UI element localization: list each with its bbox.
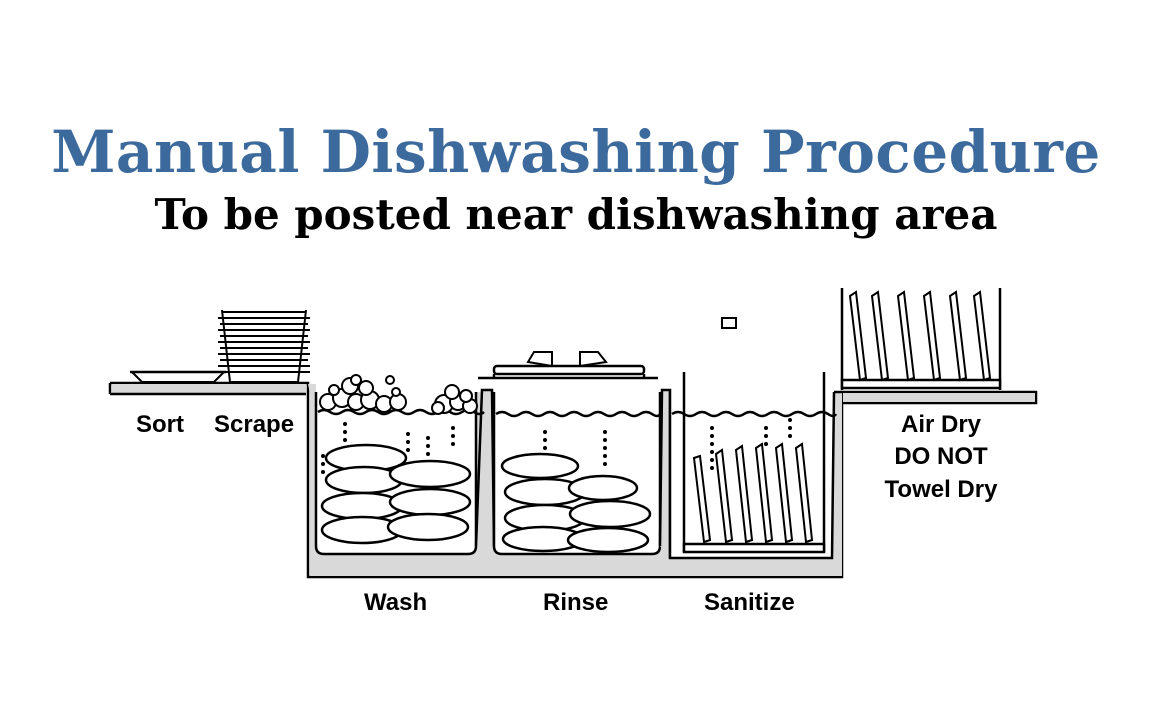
divider-rinse-sanitize: [658, 388, 672, 558]
sanitize-compartment: [668, 391, 836, 560]
label-scrape: Scrape: [214, 411, 294, 438]
rinse-plates: [500, 452, 652, 554]
rinse-dots: [543, 430, 607, 466]
rinse-water: [495, 410, 662, 418]
sanitize-rack: [682, 372, 826, 554]
label-sort: Sort: [136, 411, 184, 438]
label-towel-dry: Towel Dry: [885, 476, 999, 503]
sort-plate: [130, 370, 226, 383]
sanitize-water: [671, 410, 838, 418]
scrape-plate-stack: [218, 309, 310, 383]
faucet-icon: [478, 301, 737, 380]
wash-dots: [321, 422, 455, 474]
label-do-not: DO NOT: [894, 443, 988, 470]
page-subtitle: To be posted near dishwashing area: [154, 190, 998, 239]
sink-gray-fill: [112, 384, 306, 394]
label-sanitize: Sanitize: [704, 589, 795, 616]
sink-basin-fill: [308, 384, 842, 576]
right-drainboard-fill: [843, 393, 1035, 402]
soap-bubbles: [319, 374, 478, 415]
wash-water: [317, 408, 485, 416]
air-dry-rack: [840, 288, 1002, 390]
page-title: Manual Dishwashing Procedure: [51, 118, 1101, 186]
sanitize-dots: [710, 418, 792, 470]
label-air-dry: Air Dry: [901, 411, 982, 438]
label-rinse: Rinse: [543, 589, 608, 616]
label-wash: Wash: [364, 589, 427, 616]
wash-plates: [320, 443, 472, 545]
